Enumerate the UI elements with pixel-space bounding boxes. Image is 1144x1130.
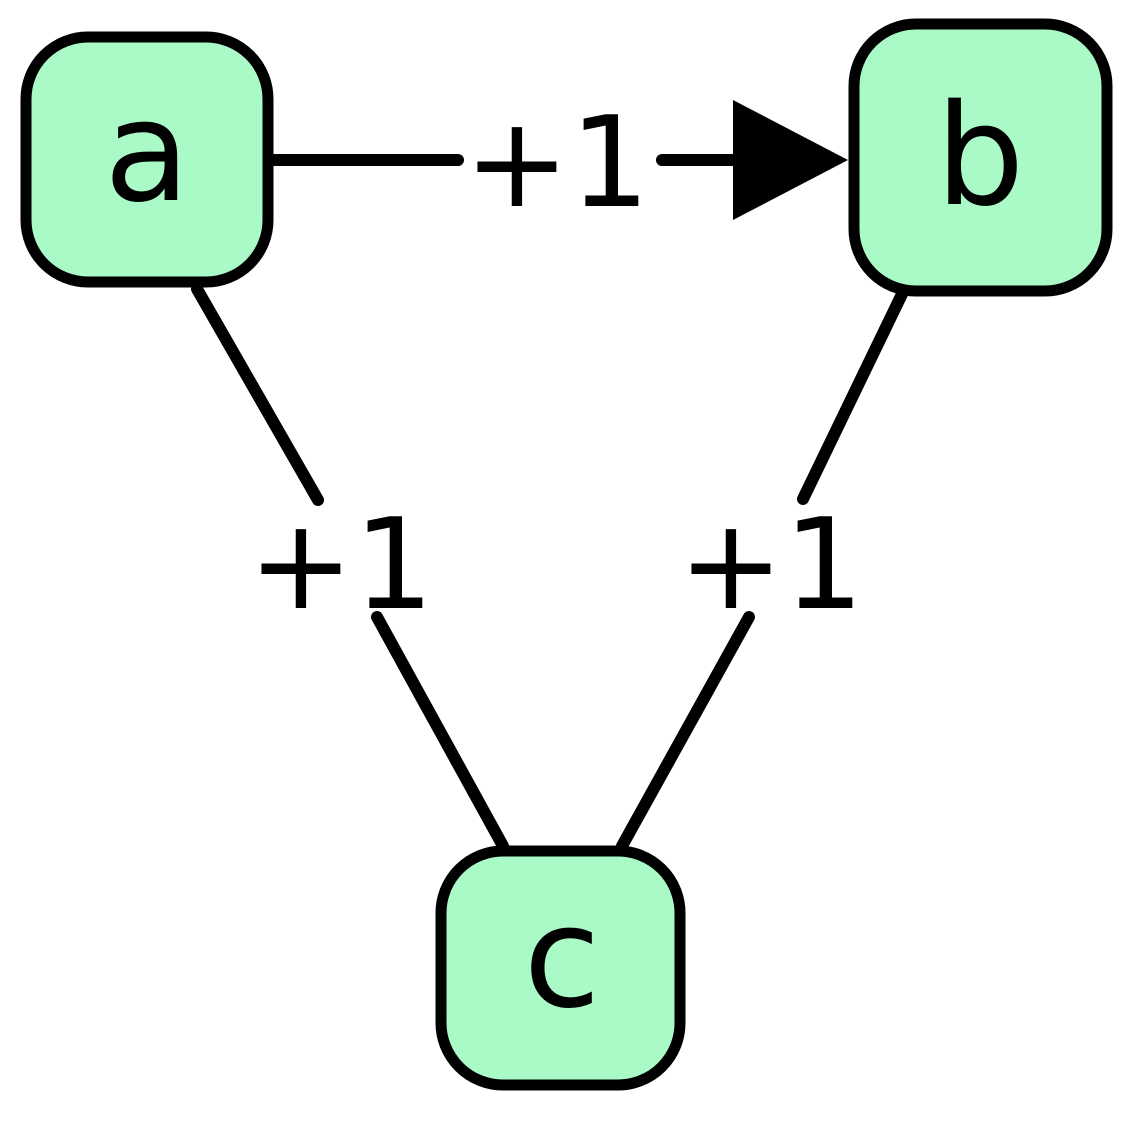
node-b-label: b [936,75,1025,238]
edge-a-c-label: +1 [248,491,434,638]
edge-a-c-segment-lower [371,611,509,852]
node-a-shape[interactable] [20,31,274,288]
node-a-label: a [104,71,190,234]
edge-b-c: +1 [616,286,909,852]
edge-a-b: +1 [267,89,848,236]
node-b[interactable]: b [848,18,1113,297]
node-c-shape[interactable] [435,845,686,1091]
edge-b-c-label: +1 [678,491,864,638]
edge-b-c-segment-lower [616,611,755,852]
edge-a-b-label: +1 [464,89,650,236]
node-a[interactable]: a [20,31,274,288]
node-b-shape[interactable] [848,18,1113,297]
node-c[interactable]: c [435,845,686,1091]
edge-a-c: +1 [191,283,509,852]
node-c-label: c [524,877,601,1040]
edge-a-c-segment-upper [191,283,324,506]
arrowhead-icon [733,100,848,220]
edge-b-c-segment-upper [797,286,909,505]
